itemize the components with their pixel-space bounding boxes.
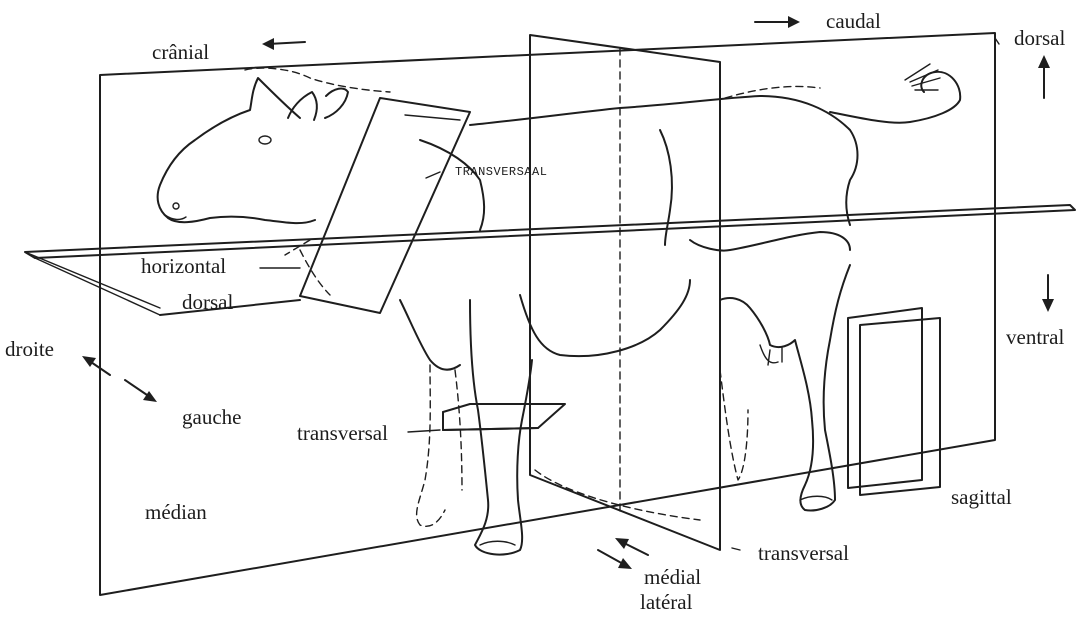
label-droite: droite	[5, 339, 54, 360]
label-medial: médial	[644, 567, 701, 588]
arrow-icon-caudal	[755, 16, 800, 28]
label-sagittal: sagittal	[951, 487, 1012, 508]
label-horizontal: horizontal	[141, 256, 226, 277]
label-lateral: latéral	[640, 592, 692, 613]
label-dorsal-mid: dorsal	[182, 292, 233, 313]
label-median: médian	[145, 502, 207, 523]
arrow-icon-cranial	[262, 38, 305, 50]
label-transversaal: TRANSVERSAAL	[455, 166, 547, 178]
arrow-icon-ventral	[1042, 275, 1054, 312]
label-caudal: caudal	[826, 11, 881, 32]
sagittal-planes	[848, 308, 940, 495]
transverse-plane-central	[530, 35, 720, 550]
label-dorsal-top: dorsal	[1014, 28, 1065, 49]
label-transversal-left: transversal	[297, 423, 388, 444]
label-ventral: ventral	[1006, 327, 1064, 348]
label-cranial: crânial	[152, 42, 209, 63]
arrow-icon-dorsal	[1038, 55, 1050, 98]
label-gauche: gauche	[182, 407, 241, 428]
arrow-icon-medial	[615, 538, 648, 555]
label-transversal-bottom: transversal	[758, 543, 849, 564]
arrow-icon-lateral	[598, 550, 632, 569]
